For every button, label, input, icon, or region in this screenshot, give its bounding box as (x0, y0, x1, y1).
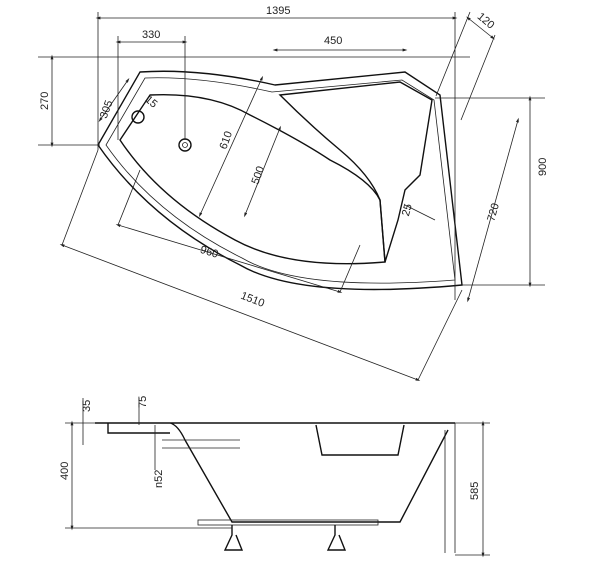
leg-right-icon (326, 525, 347, 551)
dim-25: 25 (400, 203, 415, 218)
dim-500: 500 (250, 165, 268, 186)
dim-35: 35 (81, 400, 93, 412)
dim-75: 75 (137, 396, 149, 408)
dim-120: 120 (475, 11, 497, 32)
overflow-icon (131, 110, 145, 124)
tub-rim-inner (105, 77, 456, 284)
dim-450: 450 (324, 35, 342, 47)
dim-305: 305 (98, 99, 116, 120)
support-frame (197, 519, 379, 526)
dim-900: 900 (537, 158, 549, 176)
dim-1510: 1510 (239, 290, 266, 310)
dim-610: 610 (218, 130, 236, 151)
leg-left-icon (223, 525, 244, 551)
side-view: 400 35 75 n52 585 (59, 396, 490, 558)
headrest-outline (278, 81, 433, 263)
dim-720: 720 (485, 202, 502, 223)
top-view: 1395 330 450 120 270 305 15 610 500 900 … (38, 5, 549, 381)
dim-270: 270 (39, 92, 51, 110)
dim-n52: n52 (153, 470, 165, 488)
dim-15: 15 (142, 94, 159, 111)
drain-icon (178, 138, 192, 152)
dim-400: 400 (59, 462, 71, 480)
dim-330: 330 (142, 29, 160, 41)
dim-585: 585 (469, 482, 481, 500)
dim-960: 960 (199, 244, 220, 261)
dim-1395: 1395 (266, 5, 290, 17)
side-outline (95, 422, 455, 523)
